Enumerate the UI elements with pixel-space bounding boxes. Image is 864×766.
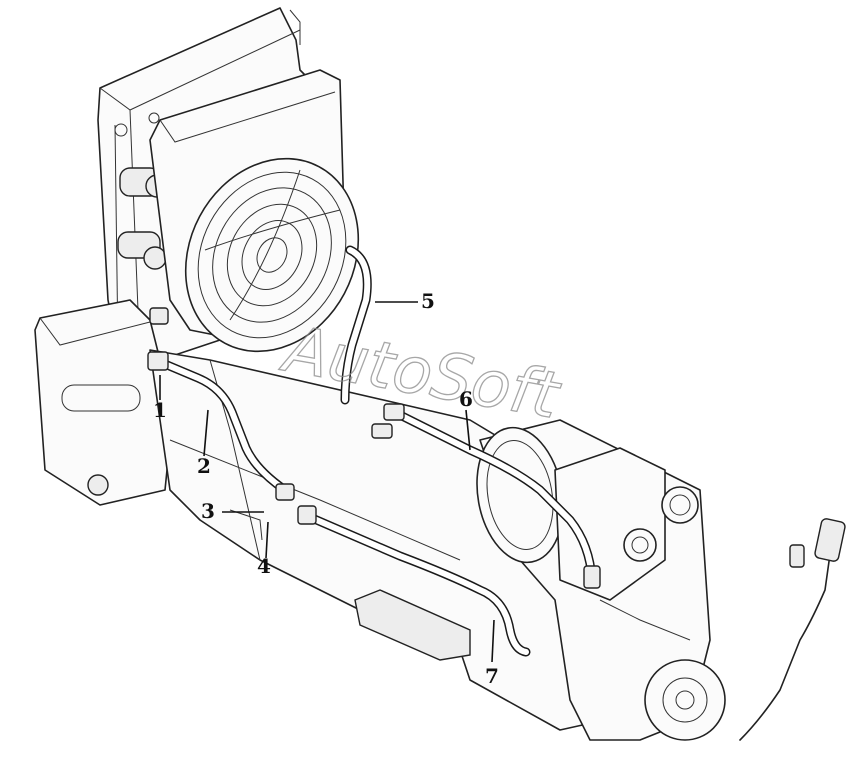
wiring-harness [739,518,846,741]
callout-2: 2 [197,454,211,478]
callout-1: 1 [153,398,167,422]
callout-6: 6 [459,387,473,411]
callout-7: 7 [485,664,499,688]
callout-4: 4 [257,554,271,578]
oil-hose-lower [297,505,531,657]
callout-leaders [159,301,495,663]
oil-hose-upper [340,245,372,405]
callout-3: 3 [201,499,215,523]
cooling-fan [184,157,360,353]
callout-5: 5 [421,289,435,313]
oil-pipe-front [147,307,295,501]
oil-hose-rear [371,403,601,589]
